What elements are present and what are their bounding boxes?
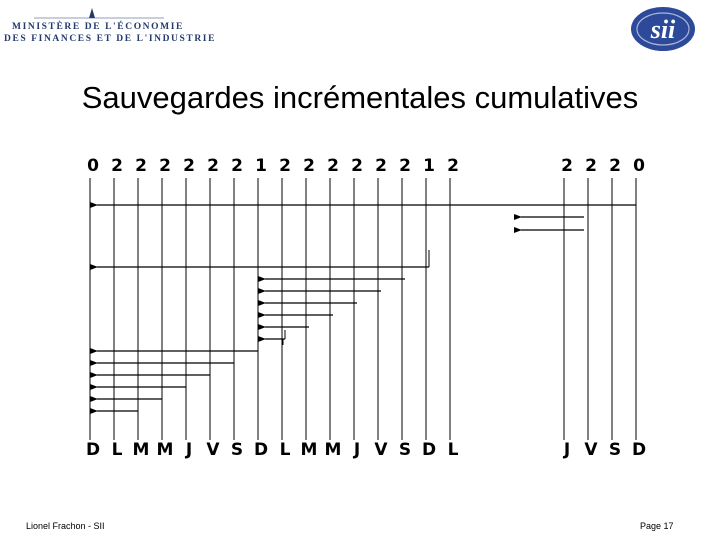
ministry-name-line-1: MINISTÈRE DE L'ÉCONOMIE bbox=[12, 22, 184, 32]
day-label: M bbox=[325, 440, 342, 460]
level-label: 2 bbox=[609, 156, 621, 176]
level-label: 2 bbox=[375, 156, 387, 176]
level-label: 2 bbox=[183, 156, 195, 176]
day-label: M bbox=[301, 440, 318, 460]
day-label: S bbox=[231, 440, 243, 460]
day-label: J bbox=[353, 440, 360, 460]
day-label: J bbox=[563, 440, 570, 460]
level-label: 1 bbox=[423, 156, 435, 176]
backup-arrows bbox=[90, 202, 636, 414]
logo-text: sii bbox=[650, 15, 676, 44]
level-label: 2 bbox=[159, 156, 171, 176]
ministry-emblem-icon bbox=[34, 8, 164, 19]
day-label: V bbox=[206, 440, 220, 460]
timeline-columns bbox=[89, 178, 637, 440]
day-label: S bbox=[609, 440, 621, 460]
level-label: 2 bbox=[207, 156, 219, 176]
level-label: 2 bbox=[327, 156, 339, 176]
footer-author: Lionel Frachon - SII bbox=[26, 521, 105, 531]
day-label: S bbox=[399, 440, 411, 460]
level-label: 0 bbox=[87, 156, 99, 176]
level-label: 2 bbox=[585, 156, 597, 176]
day-label: D bbox=[632, 440, 646, 460]
level-label: 2 bbox=[111, 156, 123, 176]
level-label: 0 bbox=[633, 156, 645, 176]
logo-ellipse-icon bbox=[631, 7, 695, 51]
level-label: 2 bbox=[447, 156, 459, 176]
level-label: 2 bbox=[303, 156, 315, 176]
day-label: V bbox=[584, 440, 598, 460]
level-label: 2 bbox=[351, 156, 363, 176]
ministry-name-line-2: DES FINANCES ET DE L'INDUSTRIE bbox=[4, 34, 217, 44]
day-label: M bbox=[133, 440, 150, 460]
slide-title: Sauvegardes incrémentales cumulatives bbox=[81, 80, 639, 115]
day-label: D bbox=[254, 440, 268, 460]
level-label: 2 bbox=[135, 156, 147, 176]
footer-page-number: Page 17 bbox=[640, 521, 674, 531]
day-label: V bbox=[374, 440, 388, 460]
day-label: J bbox=[185, 440, 192, 460]
day-label: D bbox=[422, 440, 436, 460]
level-label: 2 bbox=[279, 156, 291, 176]
level-label: 2 bbox=[561, 156, 573, 176]
sii-logo: sii bbox=[630, 4, 696, 52]
level-label: 1 bbox=[255, 156, 267, 176]
day-label: L bbox=[280, 440, 291, 460]
day-label: L bbox=[112, 440, 123, 460]
day-label: M bbox=[157, 440, 174, 460]
ministry-logo: MINISTÈRE DE L'ÉCONOMIE DES FINANCES ET … bbox=[4, 6, 214, 46]
level-label: 2 bbox=[231, 156, 243, 176]
day-label: D bbox=[86, 440, 100, 460]
day-label: L bbox=[448, 440, 459, 460]
level-label: 2 bbox=[399, 156, 411, 176]
